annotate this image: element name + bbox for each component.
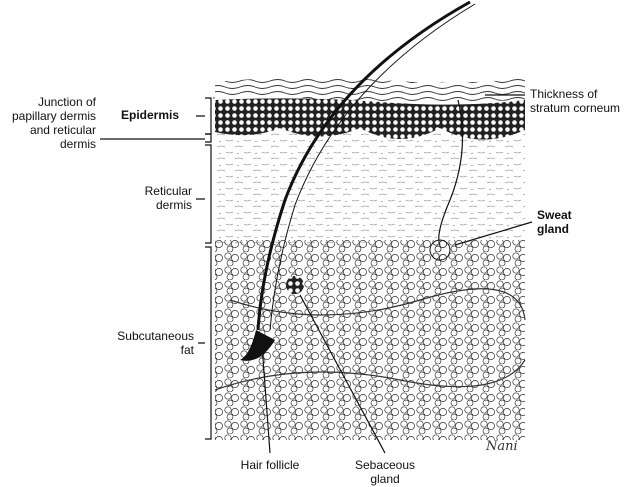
subcutaneous-fat-label: Subcutaneous fat xyxy=(100,329,194,357)
reticular-line-1: Reticular xyxy=(144,184,192,198)
sebaceous-line-1: Sebaceous xyxy=(354,458,416,472)
hair-shaft xyxy=(240,0,476,361)
junction-line-1: Junction of xyxy=(37,95,96,109)
junction-label: Junction of papillary dermis and reticul… xyxy=(2,95,96,151)
epidermis-cell-layer xyxy=(215,98,525,140)
junction-line-2: papillary dermis xyxy=(11,109,96,123)
sweat-line-1: Sweat xyxy=(537,208,572,222)
artist-signature: Nani xyxy=(486,439,518,454)
sweat-gland-label: Sweat gland xyxy=(537,208,572,236)
junction-line-4: dermis xyxy=(59,137,96,151)
subcutaneous-line-1: Subcutaneous xyxy=(117,329,194,343)
reticular-line-2: dermis xyxy=(155,198,192,212)
sebaceous-gland xyxy=(286,276,304,294)
junction-line-3: and reticular xyxy=(29,123,96,137)
subcutaneous-line-2: fat xyxy=(180,343,194,357)
reticular-dermis-layer xyxy=(215,128,525,245)
stratum-corneum-label: Thickness of stratum corneum xyxy=(530,87,620,115)
sebaceous-line-2: gland xyxy=(370,472,400,486)
hair-follicle-label: Hair follicle xyxy=(240,458,300,472)
stratum-line-1: Thickness of xyxy=(530,87,598,101)
label-lines xyxy=(100,94,533,454)
sebaceous-gland-label: Sebaceous gland xyxy=(350,458,420,486)
reticular-dermis-label: Reticular dermis xyxy=(120,184,192,212)
stratum-corneum-layer xyxy=(213,77,525,102)
stratum-line-2: stratum corneum xyxy=(530,101,621,115)
sweat-line-2: gland xyxy=(537,222,569,236)
sweat-gland xyxy=(429,99,464,261)
epidermis-label: Epidermis xyxy=(121,108,180,122)
